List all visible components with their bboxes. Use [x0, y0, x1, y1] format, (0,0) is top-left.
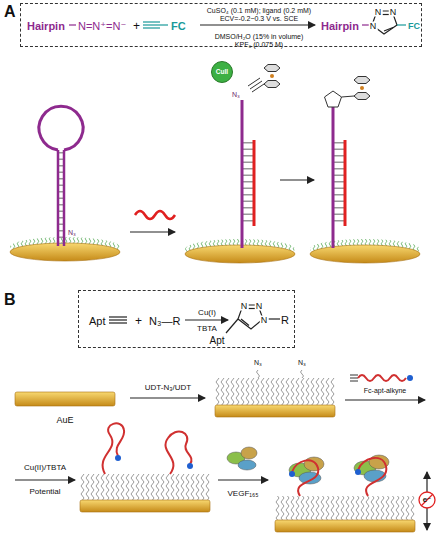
- blocked-symbol: [419, 492, 435, 508]
- step-label: VEGF₁₆₅: [228, 490, 259, 498]
- aptamer-strand: [350, 375, 413, 381]
- opened-duplex: [242, 100, 254, 248]
- step-arrow: [15, 479, 75, 480]
- azide-label: N₃: [232, 91, 240, 98]
- atom-label: N: [369, 22, 378, 31]
- aptamers: [103, 423, 193, 474]
- step-arrow: [280, 179, 314, 180]
- atom-label: N: [389, 8, 398, 17]
- azide-label: N₃: [254, 359, 262, 366]
- reaction-box: Hairpin N=N⁺=N⁻ + FC CuSO₄ (0.1 mM); ligand …: [20, 3, 422, 47]
- plus-sign: +: [133, 20, 140, 32]
- triazole-ferrocene: [325, 77, 371, 108]
- azide-chains: [257, 370, 304, 378]
- copper-label: CuII: [216, 69, 228, 76]
- gold-electrode: [215, 405, 335, 417]
- step-arrow: [130, 397, 205, 398]
- hairpin-probe: [39, 106, 83, 246]
- gold-electrode: [15, 392, 115, 406]
- electron-label: e⁻: [423, 496, 432, 504]
- azide-label: N₃: [298, 359, 306, 366]
- gold-electrode: [275, 520, 415, 532]
- electrode-label: AuE: [56, 416, 73, 425]
- step-label: Potential: [29, 488, 60, 496]
- azide-label: N₃: [68, 229, 76, 236]
- molecule-name: Apt: [89, 316, 106, 327]
- chemical-formula: N₃—R: [149, 316, 180, 327]
- molecule-name: Hairpin: [321, 21, 359, 32]
- blocked-symbol: [421, 494, 433, 506]
- step-arrow: [345, 399, 425, 400]
- reaction-arrow: [200, 24, 315, 25]
- clicked-duplex: [333, 107, 345, 248]
- step-arrow: [218, 479, 268, 480]
- ferrocene-label: FC: [171, 21, 186, 32]
- monolayer: [275, 496, 415, 520]
- atom-label: N: [260, 316, 269, 325]
- atom-label: N: [240, 302, 249, 311]
- group-label: R: [281, 315, 289, 326]
- molecule-name: Apt: [209, 336, 224, 346]
- monolayer: [80, 474, 210, 500]
- copper-circle-shape: [212, 62, 233, 83]
- ferrocene-alkyne: [248, 65, 280, 93]
- panel-letter: B: [4, 292, 16, 308]
- plus-sign: +: [135, 315, 142, 327]
- step-label: UDT-N₃/UDT: [145, 384, 191, 392]
- step-label: Fc-apt-alkyne: [364, 387, 406, 394]
- reaction-box: Apt+N₃—RCu(I)TBTANNNRApt: [78, 290, 295, 348]
- vegf-protein: [227, 447, 257, 470]
- monolayer: [215, 378, 335, 405]
- condition-text: TBTA: [197, 325, 217, 333]
- gold-electrode: [80, 500, 210, 512]
- ferrocene-label: FC: [408, 22, 420, 31]
- bond-lines: [69, 11, 406, 34]
- target-dna: [135, 211, 175, 219]
- condition-text: ECV=-0.2~0.3 V vs. SCE: [220, 15, 298, 22]
- atom-label: N: [374, 8, 383, 17]
- copper-circle: CuII: [211, 61, 233, 83]
- condition-text: KPF₆ (0.075 M): [235, 41, 283, 48]
- chemical-formula: N=N⁺=N⁻: [78, 21, 126, 32]
- protein-complexes: [289, 455, 389, 496]
- panel-letter: A: [4, 4, 16, 20]
- step-arrow: [130, 231, 175, 232]
- atom-label: N: [255, 302, 264, 311]
- reaction-arrow: [185, 319, 228, 320]
- molecule-name: Hairpin: [27, 21, 65, 32]
- condition-text: DMSO/H₂O (15% in volume): [215, 33, 304, 40]
- condition-text: Cu(I): [198, 309, 216, 317]
- condition-text: CuSO₄ (0.1 mM); ligand (0.2 mM): [207, 7, 311, 14]
- gold-electrodes: [10, 237, 420, 263]
- step-label: Cu(II)/TBTA: [24, 464, 66, 472]
